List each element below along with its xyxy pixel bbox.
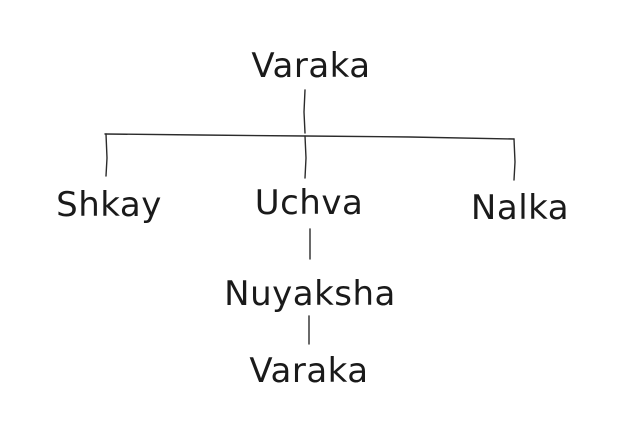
node-leaf-varaka: Varaka — [249, 351, 369, 391]
root-stem — [303, 89, 306, 134]
node-nuyaksha: Nuyaksha — [224, 274, 396, 314]
drop-uchva — [304, 135, 307, 179]
sibling-bar — [104, 133, 515, 140]
drop-shkay — [105, 133, 108, 177]
drop-nalka — [513, 138, 516, 181]
node-shkay: Shkay — [56, 185, 162, 225]
node-uchva: Uchva — [254, 183, 364, 223]
node-nalka: Nalka — [470, 188, 570, 228]
node-root-varaka: Varaka — [251, 46, 371, 86]
